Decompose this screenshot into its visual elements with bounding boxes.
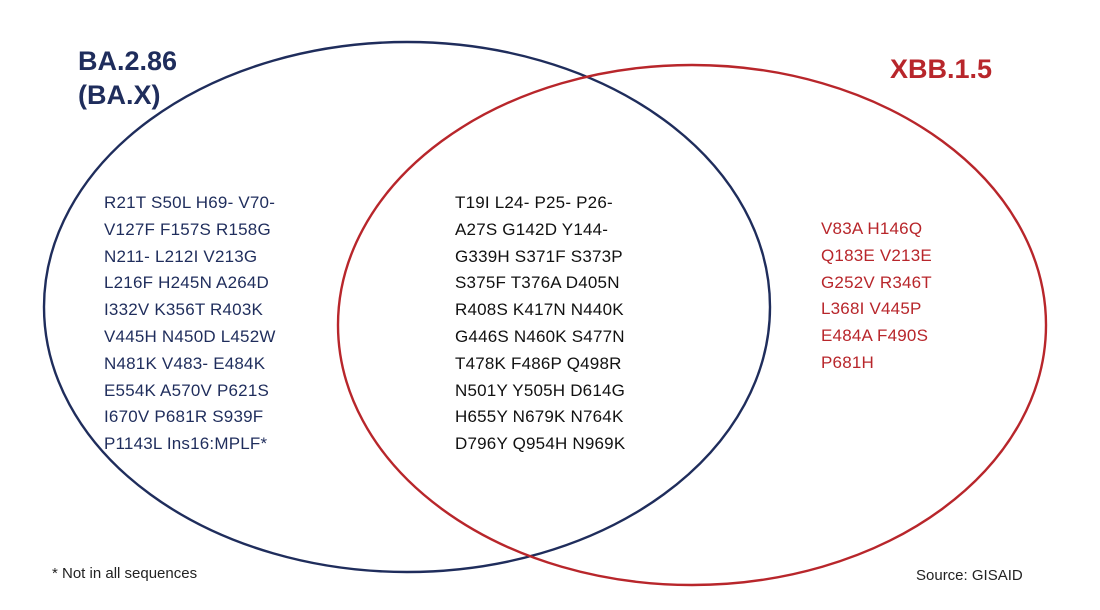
mutation-row: V445H N450D L452W xyxy=(104,326,276,346)
mutation-row: G446S N460K S477N xyxy=(455,326,625,346)
mutation-row: A27S G142D Y144- xyxy=(455,219,609,239)
mutation-row: I670V P681R S939F xyxy=(104,407,264,427)
mutation-row: V83A H146Q xyxy=(821,219,923,238)
mutation-row: L368I V445P xyxy=(821,299,922,319)
right-set-circle xyxy=(336,63,1048,587)
mutation-row: S375F T376A D405N xyxy=(455,273,620,293)
mutation-row: Q183E V213E xyxy=(821,245,932,265)
mutation-row: I332V K356T R403K xyxy=(104,300,264,320)
source-credit: Source: GISAID xyxy=(916,567,1023,584)
mutation-row: R408S K417N N440K xyxy=(455,300,624,320)
mutation-row: P1143L Ins16:MPLF* xyxy=(104,434,268,454)
mutation-row: L216F H245N A264D xyxy=(104,273,270,293)
mutation-row: T19I L24- P25- P26- xyxy=(455,193,613,212)
left-set-title-line2: (BA.X) xyxy=(78,80,161,110)
footnote: * Not in all sequences xyxy=(52,565,198,582)
right-only-mutations: V83A H146Q Q183E V213E G252V R346T L368I… xyxy=(821,216,932,377)
mutation-row: N481K V483- E484K xyxy=(104,353,266,373)
left-set-title-line1: BA.2.86 xyxy=(78,46,178,76)
mutation-row: H655Y N679K N764K xyxy=(455,407,624,427)
mutation-row: N211- L212I V213G xyxy=(104,246,258,266)
mutation-row: V127F F157S R158G xyxy=(104,219,271,239)
mutation-row: P681H xyxy=(821,352,874,372)
left-only-mutations: R21T S50L H69- V70- V127F F157S R158G N2… xyxy=(104,190,276,458)
right-set-title: XBB.1.5 xyxy=(890,54,993,84)
mutation-row: D796Y Q954H N969K xyxy=(455,434,626,454)
left-set-title: BA.2.86 (BA.X) xyxy=(78,44,177,112)
mutation-row: T478K F486P Q498R xyxy=(455,353,622,373)
mutation-row: E554K A570V P621S xyxy=(104,380,270,400)
mutation-row: R21T S50L H69- V70- xyxy=(104,193,276,212)
left-set-circle xyxy=(42,40,772,574)
shared-mutations: T19I L24- P25- P26- A27S G142D Y144- G33… xyxy=(455,190,625,458)
mutation-row: G252V R346T xyxy=(821,272,932,292)
mutation-row: G339H S371F S373P xyxy=(455,246,623,266)
mutation-row: N501Y Y505H D614G xyxy=(455,380,626,400)
mutation-row: E484A F490S xyxy=(821,326,929,346)
